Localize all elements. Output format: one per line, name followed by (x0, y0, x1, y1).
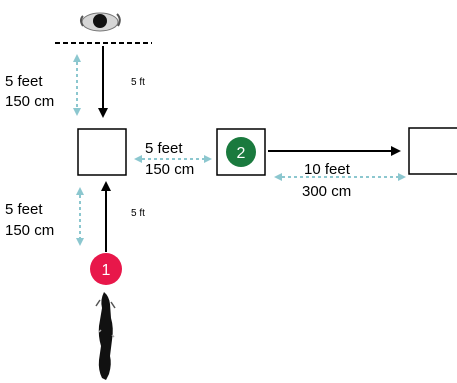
box2-box3-feet: 10 feet (304, 161, 351, 178)
box1-box2-cm: 150 cm (145, 161, 194, 178)
bottom-distance-small: 5 ft (131, 208, 145, 219)
box1-box2-feet: 5 feet (145, 140, 183, 157)
bottom-distance-feet: 5 feet (5, 201, 43, 218)
bottom-distance-cm: 150 cm (5, 222, 54, 239)
marker-2-number: 2 (237, 145, 246, 162)
top-distance-small: 5 ft (131, 77, 145, 88)
box-1 (77, 128, 127, 176)
top-distance-cm: 150 cm (5, 93, 54, 110)
marker-2 (226, 137, 256, 167)
bottom-figure-icon (95, 292, 116, 380)
box-3 (408, 127, 457, 175)
marker-1 (90, 253, 122, 285)
top-distance-feet: 5 feet (5, 73, 43, 90)
box2-box3-cm: 300 cm (302, 183, 351, 200)
top-figure-icon (80, 12, 121, 32)
marker-1-number: 1 (102, 262, 111, 279)
